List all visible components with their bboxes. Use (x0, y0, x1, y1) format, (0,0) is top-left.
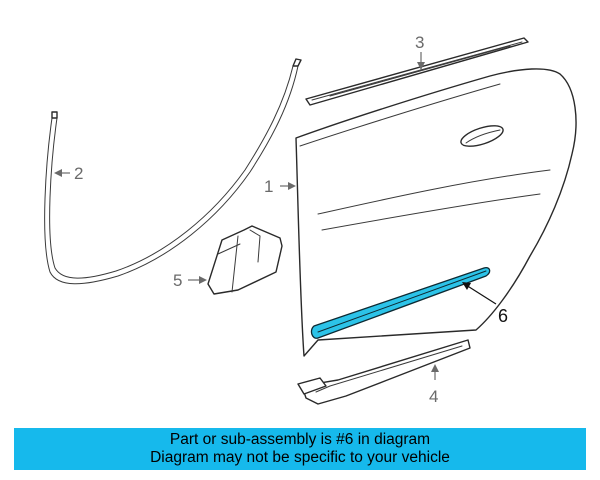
leader-5 (188, 276, 207, 284)
callout-2: 2 (74, 164, 83, 183)
leader-6 (462, 282, 497, 305)
callout-1: 1 (264, 177, 273, 196)
leader-4 (431, 364, 439, 380)
part-5-bracket (207, 225, 283, 295)
callout-5: 5 (173, 271, 182, 290)
leader-3 (417, 52, 425, 70)
part-2-weatherstrip (44, 58, 302, 285)
callout-6: 6 (498, 306, 508, 326)
part-1-door-panel (295, 68, 577, 357)
part-4-rocker-garnish (297, 339, 471, 405)
banner-line-1: Part or sub-assembly is #6 in diagram (169, 431, 431, 448)
leader-1 (280, 182, 296, 190)
info-banner: Part or sub-assembly is #6 in diagram Di… (14, 428, 586, 470)
parts-diagram: 1 2 3 4 5 6 (44, 33, 577, 406)
part-3-belt-molding (305, 37, 529, 106)
callout-4: 4 (429, 387, 438, 406)
banner-line-2: Diagram may not be specific to your vehi… (150, 449, 450, 466)
callout-3: 3 (415, 33, 424, 52)
leader-2 (54, 169, 70, 177)
part-6-door-molding (310, 266, 491, 339)
